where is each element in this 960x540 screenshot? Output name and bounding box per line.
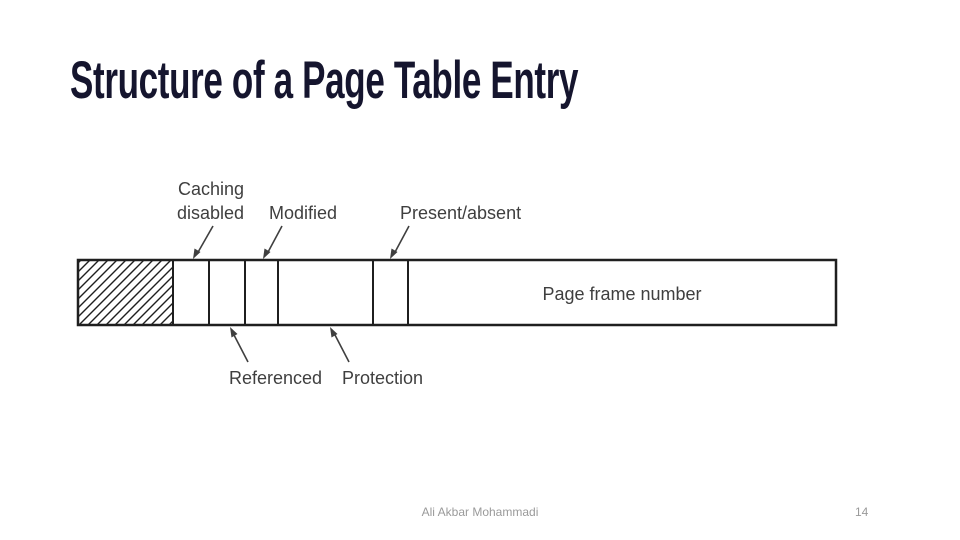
footer-author: Ali Akbar Mohammadi <box>421 505 539 519</box>
present-absent-label: Present/absent <box>400 203 521 223</box>
protection-arrowhead <box>330 327 338 338</box>
referenced-arrow <box>233 334 249 363</box>
caching-disabled-arrow <box>196 225 214 255</box>
caching-disabled-label-line2: disabled <box>177 203 244 223</box>
present-absent-arrowhead <box>390 248 398 259</box>
modified-arrowhead <box>263 248 271 259</box>
referenced-arrowhead <box>230 327 238 338</box>
modified-label: Modified <box>269 203 337 223</box>
hatched-unused-field <box>77 259 174 326</box>
pte-box <box>76 258 838 327</box>
page-title: Structure of a Page Table Entry <box>70 51 579 110</box>
referenced-label: Referenced <box>229 368 322 388</box>
cell-dividers <box>172 260 409 325</box>
page-frame-number-label: Page frame number <box>542 284 701 304</box>
caching-disabled-arrowhead <box>193 248 201 259</box>
protection-label: Protection <box>342 368 423 388</box>
present-absent-arrow <box>393 225 410 255</box>
caching-disabled-label-line1: Caching <box>178 179 244 199</box>
modified-arrow <box>266 225 283 255</box>
protection-arrow <box>334 334 350 363</box>
footer-page-number: 14 <box>855 505 869 519</box>
